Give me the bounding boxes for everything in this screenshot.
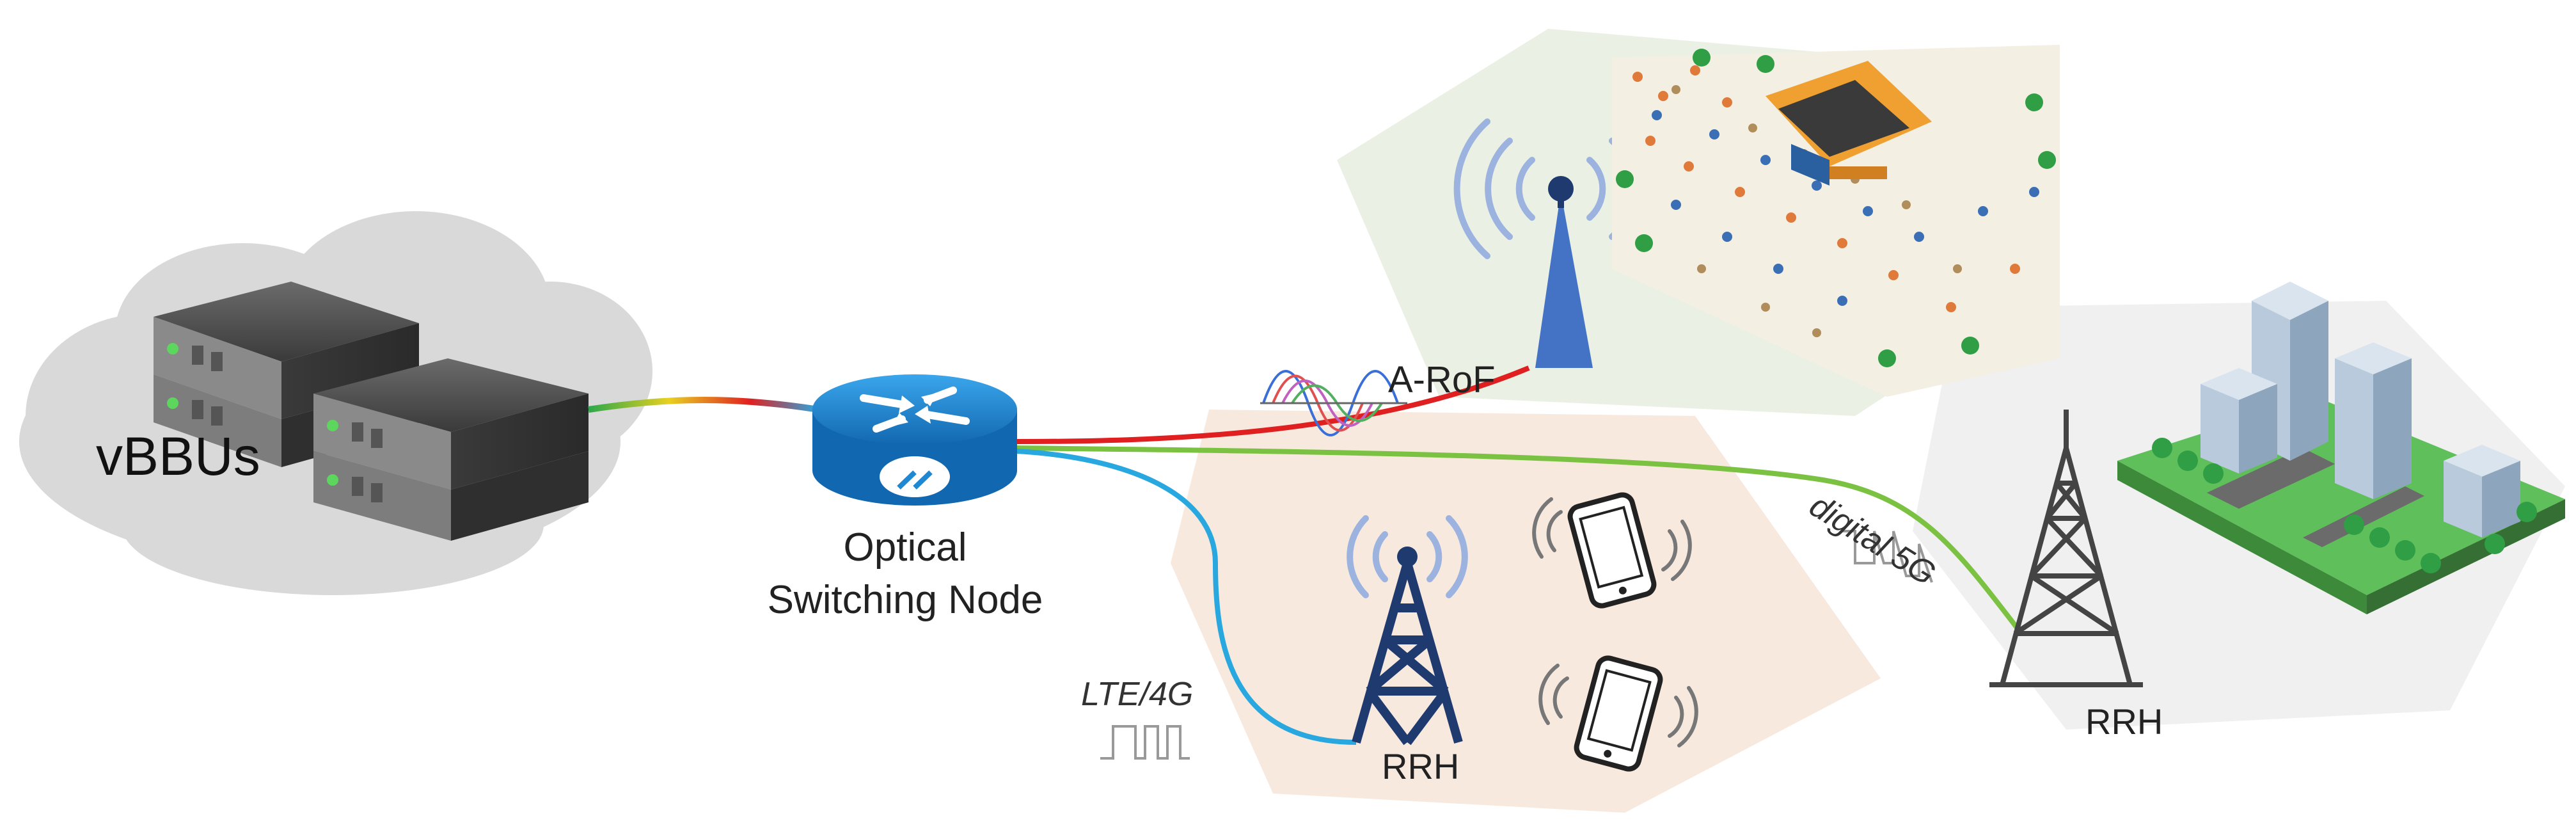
server-rack-icon — [154, 282, 589, 541]
osn-label-line2: Switching Node — [767, 578, 1043, 622]
optical-switching-node-label: Optical Switching Node — [736, 522, 1075, 626]
coverage-hex-lte — [1171, 410, 1881, 813]
digital-pulse-icon — [1842, 530, 1933, 583]
analog-waveform-icon — [1260, 370, 1407, 436]
vbbus-label: vBBUs — [96, 426, 260, 486]
rrh-center-label: RRH — [1382, 746, 1460, 786]
lattice-tower-icon — [1989, 410, 2143, 687]
city-blocks-illustration — [2117, 282, 2565, 614]
arof-link — [1016, 365, 1530, 444]
optical-router-icon — [812, 374, 1017, 506]
rrh-right-label: RRH — [2085, 701, 2163, 742]
lte-4g-label: LTE/4G — [1081, 676, 1194, 713]
arof-label: A-RoF — [1388, 359, 1496, 401]
radio-antenna-icon — [1347, 515, 1468, 598]
fiber-bundle-link — [588, 397, 819, 413]
digital5g-link — [1016, 445, 2024, 635]
osn-label-line1: Optical — [843, 525, 967, 570]
digital-pulse-icon — [1100, 725, 1190, 760]
concert-crowd-illustration — [1612, 45, 2060, 397]
smartphone-icon — [1532, 492, 1692, 609]
lte-link — [1016, 449, 1357, 745]
lattice-tower-icon — [1352, 562, 1463, 746]
smartphone-icon — [1538, 655, 1698, 772]
